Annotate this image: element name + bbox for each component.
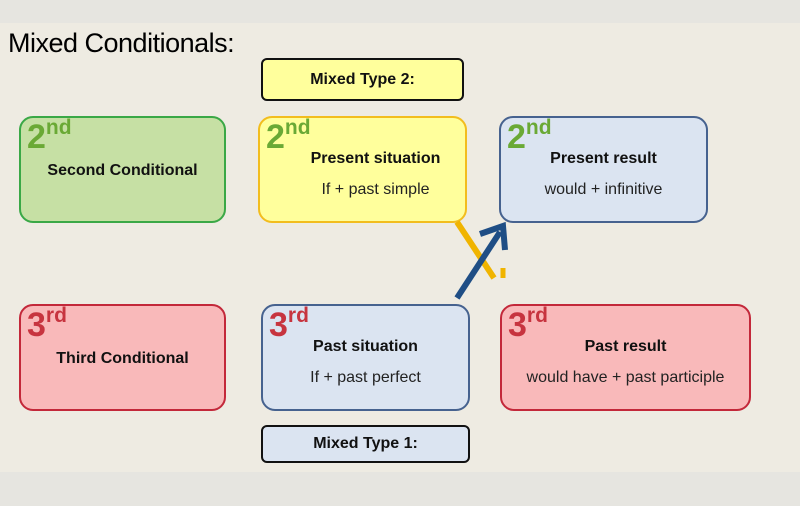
ordinal-number: 2nd bbox=[266, 116, 311, 156]
third-conditional-box: 3rd Third Conditional bbox=[19, 304, 226, 411]
present-result-box: 2nd Present result would + infinitive bbox=[499, 116, 708, 223]
mixed-type-1-label: Mixed Type 1: bbox=[261, 425, 470, 463]
mixed-type-2-label: Mixed Type 2: bbox=[261, 58, 464, 101]
box-formula: If + past perfect bbox=[310, 369, 421, 386]
box-label: Present result bbox=[550, 150, 657, 167]
box-label: Past situation bbox=[313, 338, 418, 355]
box-label: Second Conditional bbox=[47, 162, 198, 179]
ordinal-number: 2nd bbox=[507, 116, 552, 156]
arrowhead-icon bbox=[479, 221, 508, 251]
box-label: Present situation bbox=[310, 150, 441, 167]
ordinal-number: 3rd bbox=[508, 304, 548, 344]
box-label: Third Conditional bbox=[56, 350, 189, 367]
mixed-type-2-line bbox=[454, 220, 497, 280]
box-formula: would + infinitive bbox=[544, 181, 663, 198]
page-title: Mixed Conditionals: bbox=[8, 28, 235, 58]
box-formula: If + past simple bbox=[321, 181, 430, 198]
ordinal-number: 2nd bbox=[27, 116, 72, 156]
mixed-type-1-arrow bbox=[454, 230, 503, 300]
ordinal-number: 3rd bbox=[269, 304, 309, 344]
second-conditional-box: 2nd Second Conditional bbox=[19, 116, 226, 223]
box-label: Past result bbox=[584, 338, 667, 355]
past-situation-box: 3rd Past situation If + past perfect bbox=[261, 304, 470, 411]
box-formula: would have + past participle bbox=[526, 369, 725, 386]
ordinal-number: 3rd bbox=[27, 304, 67, 344]
past-result-box: 3rd Past result would have + past partic… bbox=[500, 304, 751, 411]
present-situation-box: 2nd Present situation If + past simple bbox=[258, 116, 467, 223]
